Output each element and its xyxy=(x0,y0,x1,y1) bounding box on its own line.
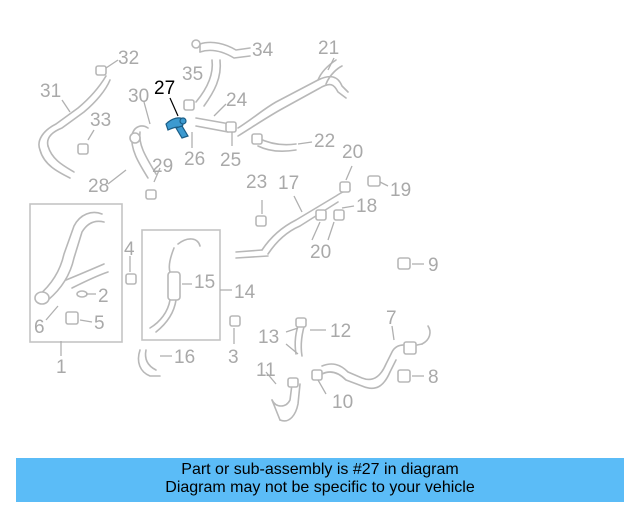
label-part-22: 22 xyxy=(314,131,335,152)
part-8-clamp xyxy=(397,369,424,383)
part-34-hose xyxy=(191,39,251,59)
part-18-fitting xyxy=(311,205,355,241)
label-part-15: 15 xyxy=(194,272,215,293)
label-part-5: 5 xyxy=(94,313,105,334)
label-part-21: 21 xyxy=(318,38,339,59)
part-5-fitting xyxy=(65,311,93,325)
label-part-18: 18 xyxy=(356,196,377,217)
part-7-pipe xyxy=(321,325,431,390)
part-30-hose xyxy=(129,101,157,179)
label-part-28: 28 xyxy=(88,176,109,197)
label-part-27: 27 xyxy=(154,78,175,99)
part-27-hose-highlighted xyxy=(165,97,189,139)
label-part-3: 3 xyxy=(228,347,239,368)
banner-line-1: Part or sub-assembly is #27 in diagram xyxy=(181,461,459,478)
part-21-pipe xyxy=(237,57,349,137)
label-part-2: 2 xyxy=(98,286,109,307)
part-2-oring xyxy=(76,290,96,298)
label-part-31: 31 xyxy=(40,81,61,102)
label-part-34: 34 xyxy=(252,40,274,61)
label-part-17: 17 xyxy=(278,173,299,194)
part-4-clamp xyxy=(125,256,137,285)
label-part-30: 30 xyxy=(128,86,149,107)
label-part-29: 29 xyxy=(152,156,173,177)
part-31-hose xyxy=(38,75,111,179)
label-part-8: 8 xyxy=(428,367,439,388)
label-part-7: 7 xyxy=(386,308,397,329)
part-3-clamp xyxy=(229,315,241,344)
label-part-10: 10 xyxy=(332,392,353,413)
label-part-12: 12 xyxy=(330,321,351,342)
part-25-clamp xyxy=(225,121,237,146)
part-1-assembly-box xyxy=(29,203,123,343)
label-part-16: 16 xyxy=(174,347,195,368)
label-part-26: 26 xyxy=(184,149,205,170)
part-33-connector xyxy=(77,129,95,155)
part-24-hose xyxy=(195,103,231,133)
info-banner: Part or sub-assembly is #27 in diagram D… xyxy=(16,458,624,502)
part-35-hose xyxy=(183,59,222,111)
label-part-4: 4 xyxy=(124,239,135,260)
part-20-clamp xyxy=(339,165,353,193)
part-1-hose xyxy=(34,211,109,356)
part-22-hose xyxy=(251,133,313,152)
part-19-clamp xyxy=(367,175,389,187)
label-part-13: 13 xyxy=(258,327,279,348)
label-part-14: 14 xyxy=(234,282,256,303)
banner-line-2: Diagram may not be specific to your vehi… xyxy=(165,479,475,496)
label-part-20-bottom: 20 xyxy=(310,242,331,263)
label-part-11: 11 xyxy=(256,360,276,381)
label-part-6: 6 xyxy=(34,317,45,338)
part-32-clamp xyxy=(95,59,119,76)
part-16-hose xyxy=(137,349,172,377)
label-part-32: 32 xyxy=(118,48,139,69)
part-10-clamp xyxy=(311,369,327,395)
part-11-hose xyxy=(265,371,301,422)
label-part-24: 24 xyxy=(226,90,248,111)
part-14-assembly-box xyxy=(141,229,221,341)
label-part-1: 1 xyxy=(56,357,67,378)
label-part-23: 23 xyxy=(246,172,267,193)
label-part-35: 35 xyxy=(182,64,203,85)
label-part-25: 25 xyxy=(220,150,241,171)
label-part-33: 33 xyxy=(90,110,111,131)
part-13-hose xyxy=(285,317,307,357)
part-9-clamp xyxy=(397,257,424,270)
label-part-19: 19 xyxy=(390,180,411,201)
label-part-20-top: 20 xyxy=(342,142,363,163)
part-23-clamp xyxy=(255,200,267,227)
part-29-clamp xyxy=(145,167,161,200)
part-14-hose xyxy=(149,238,232,333)
label-part-9: 9 xyxy=(428,255,439,276)
